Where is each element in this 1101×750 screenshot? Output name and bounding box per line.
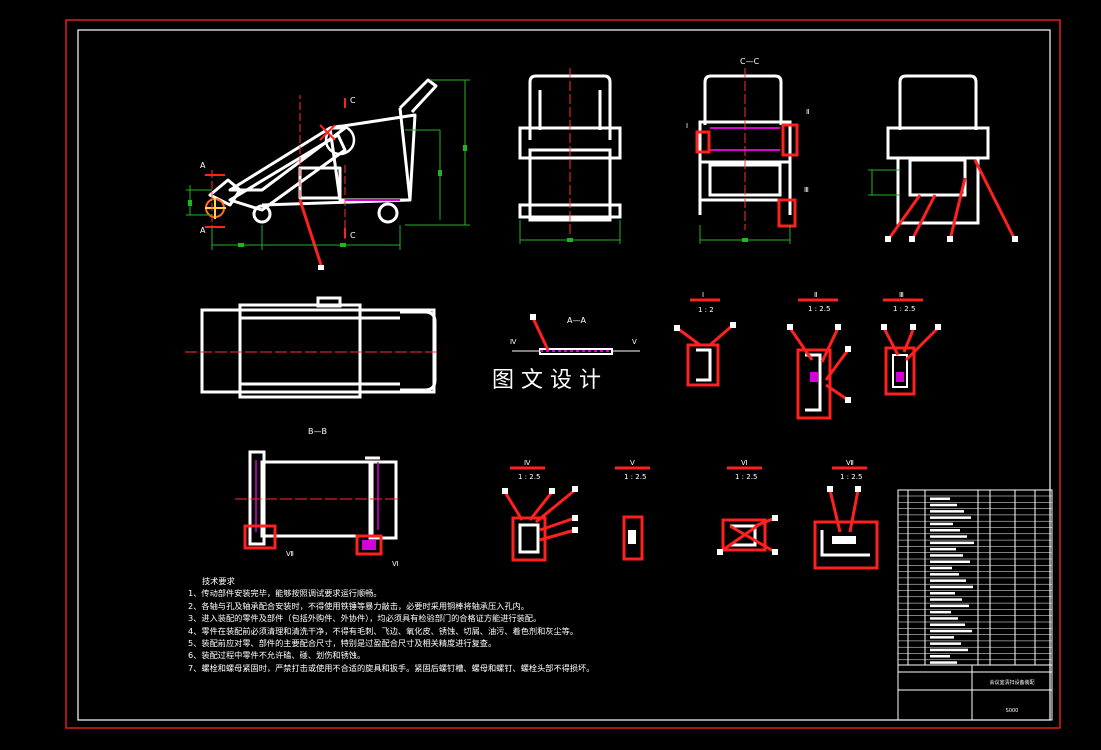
- outer-border: [65, 19, 1061, 729]
- cc-callouts: [695, 123, 799, 228]
- parts-list-row-text: [930, 655, 950, 658]
- main-side-view: [208, 78, 438, 224]
- requirement-item: 3、进入装配的零件及部件（包括外购件、外协件），均必须具有检验部门的合格证方能进…: [188, 613, 542, 624]
- parts-list-row-text: [930, 585, 973, 589]
- parts-list-row-text: [930, 661, 957, 664]
- svg-text:1 : 2: 1 : 2: [698, 306, 714, 314]
- label-vii-mark: Ⅶ: [286, 550, 294, 558]
- svg-text:1 : 2.5: 1 : 2.5: [624, 473, 646, 481]
- label-a-top: A: [200, 161, 206, 170]
- parts-list-row-text: [930, 497, 950, 500]
- label-iv-mark: Ⅳ: [510, 338, 517, 346]
- detail-iv: Ⅳ 1 : 2.5: [502, 459, 578, 562]
- parts-list-row-text: [930, 510, 964, 513]
- detail-v: Ⅴ 1 : 2.5: [615, 459, 650, 561]
- requirement-item: 2、各轴与孔及轴承配合安装时，不得使用铁锤等暴力敲击，必要时采用铜棒将轴承压入孔…: [188, 600, 529, 611]
- parts-list-row-text: [930, 503, 957, 507]
- parts-list-row-text: [930, 648, 968, 652]
- requirement-item: 7、螺栓和螺母紧固时，严禁打击或使用不合适的旋具和扳手。紧固后螺钉槽、螺母和螺钉…: [188, 662, 595, 673]
- label-ii-mark: Ⅱ: [806, 108, 809, 116]
- parts-list-row-text: [930, 541, 974, 545]
- label-c-top: C: [350, 96, 356, 105]
- svg-text:1 : 2.5: 1 : 2.5: [735, 473, 757, 481]
- detail-ii: Ⅱ 1 : 2.5: [787, 291, 851, 420]
- section-arrows: [205, 98, 346, 238]
- detail-i: Ⅰ 1 : 2: [674, 291, 736, 387]
- svg-text:Ⅱ: Ⅱ: [814, 291, 817, 299]
- rear-view-leader-tips: [885, 236, 1018, 242]
- requirement-item: 4、零件在装配前必须清理和清洗干净，不得有毛刺、飞边、氧化皮、锈蚀、切屑、油污、…: [188, 625, 579, 636]
- top-view: [200, 296, 437, 399]
- parts-list-row-text: [930, 529, 960, 532]
- parts-list-row-text: [930, 547, 956, 551]
- label-iii-mark: Ⅲ: [804, 186, 809, 194]
- svg-text:Ⅶ: Ⅶ: [846, 459, 854, 467]
- title-block-code: S000: [1006, 708, 1019, 714]
- front-view-dim-mark: [567, 238, 573, 242]
- parts-list-row-text: [930, 573, 959, 576]
- technical-requirements: 技术要求 1、传动部件安装完毕，能够按照调试要求运行顺畅。 2、各轴与孔及轴承配…: [188, 575, 594, 674]
- parts-list-row-text: [930, 560, 970, 563]
- label-i-mark: Ⅰ: [686, 122, 688, 130]
- svg-text:1 : 2.5: 1 : 2.5: [840, 473, 862, 481]
- label-aa: A—A: [567, 316, 586, 325]
- label-bb: B—B: [308, 427, 327, 436]
- requirement-item: 6、装配过程中零件不允许磕、碰、划伤和锈蚀。: [188, 650, 366, 661]
- parts-list-rows: [898, 495, 1052, 664]
- label-vi-mark: Ⅵ: [392, 560, 398, 568]
- parts-list-row-text: [930, 629, 972, 633]
- bb-callout-vi-fill: [362, 540, 376, 550]
- technical-requirements-title: 技术要求: [202, 576, 235, 586]
- svg-text:1 : 2.5: 1 : 2.5: [518, 473, 540, 481]
- watermark-text: 图文设计: [492, 368, 609, 393]
- svg-text:Ⅰ: Ⅰ: [702, 291, 704, 299]
- parts-list-row-text: [930, 604, 969, 608]
- label-c-bottom: C: [350, 231, 356, 240]
- parts-list-row-text: [930, 636, 954, 639]
- detail-vi: Ⅵ 1 : 2.5: [717, 459, 778, 555]
- bb-callout-vii: [243, 524, 277, 550]
- svg-text:1 : 2.5: 1 : 2.5: [808, 305, 830, 313]
- detail-iii: Ⅲ 1 : 2.5: [881, 291, 941, 396]
- rear-view-dimensions: [868, 169, 900, 196]
- rear-view: [886, 74, 990, 225]
- parts-list-row-text: [930, 535, 967, 538]
- parts-list-row-text: [930, 516, 971, 519]
- parts-list-row-text: [930, 554, 963, 557]
- cc-dim-mark: [742, 238, 748, 242]
- detail-vii: Ⅶ 1 : 2.5: [813, 459, 879, 570]
- parts-list-row-text: [930, 522, 953, 526]
- parts-list-row-text: [930, 610, 951, 614]
- rear-view-leaders: [886, 159, 1017, 241]
- svg-text:Ⅳ: Ⅳ: [524, 459, 531, 467]
- svg-text:Ⅵ: Ⅵ: [741, 459, 747, 467]
- requirement-item: 5、装配前应对零、部件的主要配合尺寸，特别是过盈配合尺寸及相关精度进行复查。: [188, 638, 497, 649]
- parts-list-row-text: [930, 592, 955, 595]
- bb-section: [248, 450, 398, 546]
- label-cc: C—C: [740, 57, 760, 66]
- title-block-drawing-name: 会议室清扫设备装配: [989, 679, 1034, 686]
- label-a-bottom: A: [200, 226, 206, 235]
- aa-section: [512, 314, 640, 355]
- parts-list-row-text: [930, 617, 958, 620]
- parts-list: [897, 489, 1053, 721]
- parts-list-row-text: [930, 642, 961, 645]
- label-v-mark: Ⅴ: [632, 338, 637, 346]
- parts-list-row-text: [930, 579, 966, 582]
- requirement-item: 1、传动部件安装完毕，能够按照调试要求运行顺畅。: [188, 588, 382, 599]
- bb-callout-vi: [355, 534, 383, 556]
- parts-list-row-text: [930, 623, 965, 626]
- svg-text:Ⅲ: Ⅲ: [899, 291, 904, 299]
- svg-text:Ⅴ: Ⅴ: [630, 459, 635, 467]
- svg-text:1 : 2.5: 1 : 2.5: [893, 305, 915, 313]
- parts-list-row-text: [930, 566, 952, 570]
- main-side-view-dimensions: [186, 79, 470, 250]
- inner-border: [77, 29, 1051, 721]
- main-view-dimension-marks: [188, 145, 467, 247]
- parts-list-row-text: [930, 598, 962, 601]
